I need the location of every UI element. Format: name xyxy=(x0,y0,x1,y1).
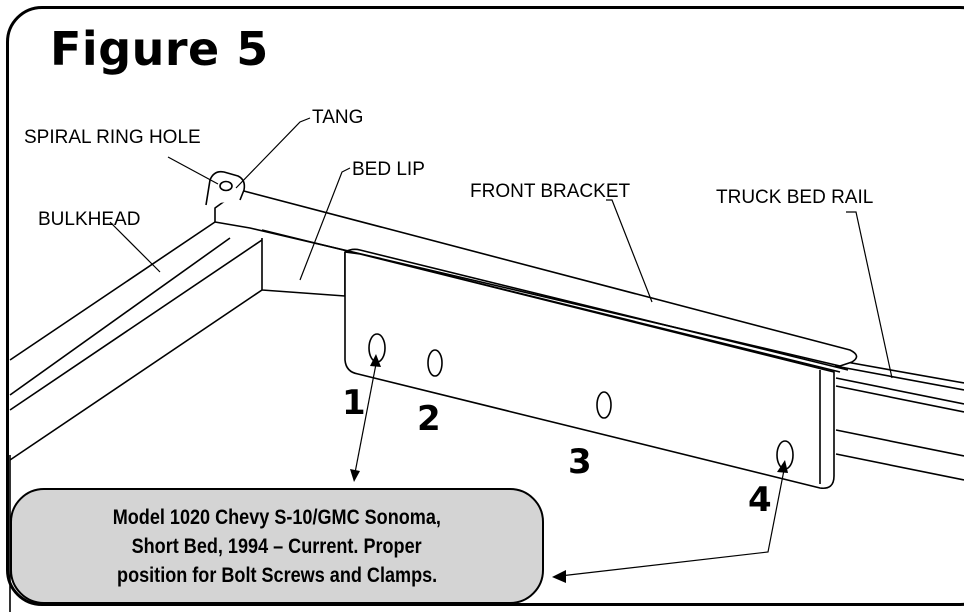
truck-bed-rail-top xyxy=(834,359,964,384)
leader-hole1 xyxy=(353,363,377,479)
figure-frame xyxy=(6,6,964,606)
bolt-hole-2 xyxy=(427,349,443,377)
front-bracket-bend xyxy=(344,248,849,371)
position-number-3: 3 xyxy=(568,442,592,482)
figure-title: Figure 5 xyxy=(50,22,269,76)
bulkhead-edge-mid xyxy=(9,237,231,396)
arrowhead-hole4-top xyxy=(777,460,788,473)
label-spiral-ring-hole: SPIRAL RING HOLE xyxy=(24,127,201,148)
position-number-1: 1 xyxy=(342,383,366,423)
bolt-hole-3 xyxy=(596,391,612,419)
label-bed-lip: BED LIP xyxy=(352,159,425,180)
position-number-2: 2 xyxy=(417,399,441,439)
arrowhead-hole1-top xyxy=(370,354,381,367)
leader-spiral-ring-hole xyxy=(167,156,219,185)
bulkhead-edge-low xyxy=(9,239,263,411)
leader-hole4 xyxy=(559,469,785,577)
truck-bed-rail-top2 xyxy=(834,365,964,391)
bulkhead-edge-bottom xyxy=(9,289,263,461)
leader-bulkhead xyxy=(109,221,161,273)
position-number-4: 4 xyxy=(748,480,772,520)
truck-bed-rail-lower xyxy=(835,453,964,481)
front-bracket-face xyxy=(344,251,835,490)
label-bulkhead: BULKHEAD xyxy=(38,209,141,230)
truck-bed-rail-mid xyxy=(835,377,964,405)
arrowhead-caption xyxy=(552,570,566,583)
label-front-bracket: FRONT BRACKET xyxy=(470,181,631,202)
caption-line: Short Bed, 1994 – Current. Proper xyxy=(131,534,423,558)
caption-line: position for Bolt Screws and Clamps. xyxy=(116,563,438,587)
caption-box: Model 1020 Chevy S-10/GMC Sonoma, Short … xyxy=(10,488,544,604)
truck-bed-rail-bottom xyxy=(835,429,964,457)
arrowhead-hole1-bottom xyxy=(350,469,360,482)
label-tang: TANG xyxy=(312,107,364,128)
caption-line: Model 1020 Chevy S-10/GMC Sonoma, xyxy=(112,505,442,529)
truck-bed-rail-low xyxy=(835,385,964,413)
spiral-ring-hole xyxy=(219,180,233,192)
bulkhead-edge-top xyxy=(9,221,216,361)
label-truck-bed-rail: TRUCK BED RAIL xyxy=(716,187,874,208)
leader-tang xyxy=(235,117,311,189)
leader-truck-bed-rail xyxy=(846,211,893,379)
leader-front-bracket xyxy=(606,199,653,303)
tang xyxy=(205,170,246,206)
leader-bed-lip xyxy=(299,167,351,281)
